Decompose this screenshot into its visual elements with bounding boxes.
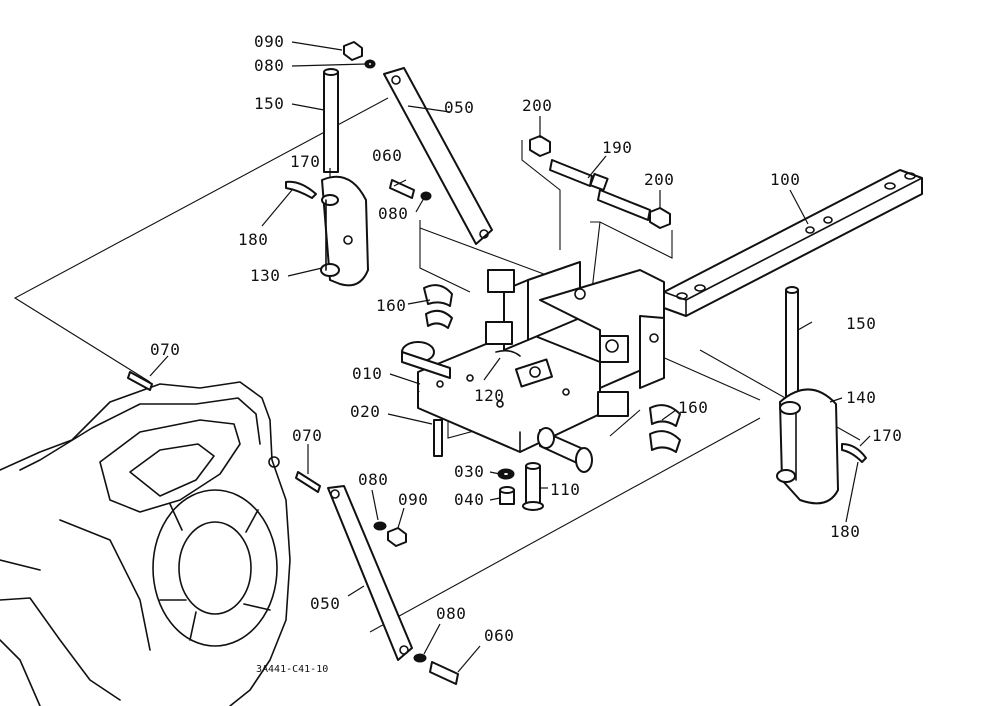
left-pin-and-bracket bbox=[285, 68, 369, 287]
callout-180-left: 180 bbox=[238, 230, 269, 249]
callout-080-bottom: 080 bbox=[436, 604, 467, 623]
right-pin-and-bracket bbox=[776, 286, 867, 505]
callout-180-right: 180 bbox=[830, 522, 861, 541]
callout-120: 120 bbox=[474, 386, 505, 405]
leader-lines bbox=[149, 41, 871, 673]
drawbar bbox=[663, 169, 923, 317]
callout-150-right: 150 bbox=[846, 314, 877, 333]
callout-060-top: 060 bbox=[372, 146, 403, 165]
callout-070-left: 070 bbox=[150, 340, 181, 359]
callout-100: 100 bbox=[770, 170, 801, 189]
bracket-frame bbox=[401, 261, 665, 473]
callout-190: 190 bbox=[602, 138, 633, 157]
callout-050-lower: 050 bbox=[310, 594, 341, 613]
assembly-guide-lines bbox=[13, 97, 861, 633]
callout-170-right: 170 bbox=[872, 426, 903, 445]
callout-080-lower: 080 bbox=[358, 470, 389, 489]
callout-090-top: 090 bbox=[254, 32, 285, 51]
callout-090-lower: 090 bbox=[398, 490, 429, 509]
callout-080-top: 080 bbox=[254, 56, 285, 75]
transmission-case bbox=[0, 381, 291, 706]
callout-200-left: 200 bbox=[522, 96, 553, 115]
fasteners bbox=[127, 41, 681, 685]
callout-110: 110 bbox=[550, 480, 581, 499]
lower-link-arm bbox=[327, 485, 413, 661]
callout-070-right: 070 bbox=[292, 426, 323, 445]
callout-150-left: 150 bbox=[254, 94, 285, 113]
drawing-code: 3A441-C41-10 bbox=[256, 664, 329, 675]
callout-080-mid: 080 bbox=[378, 204, 409, 223]
upper-link-arm bbox=[383, 67, 493, 245]
callout-060-bottom: 060 bbox=[484, 626, 515, 645]
callout-160-right: 160 bbox=[678, 398, 709, 417]
callout-010: 010 bbox=[352, 364, 383, 383]
callout-170-left: 170 bbox=[290, 152, 321, 171]
callout-020: 020 bbox=[350, 402, 381, 421]
callout-140: 140 bbox=[846, 388, 877, 407]
callout-200-right: 200 bbox=[644, 170, 675, 189]
callout-030: 030 bbox=[454, 462, 485, 481]
callout-130: 130 bbox=[250, 266, 281, 285]
callout-160-left: 160 bbox=[376, 296, 407, 315]
callout-050-top: 050 bbox=[444, 98, 475, 117]
callout-040: 040 bbox=[454, 490, 485, 509]
